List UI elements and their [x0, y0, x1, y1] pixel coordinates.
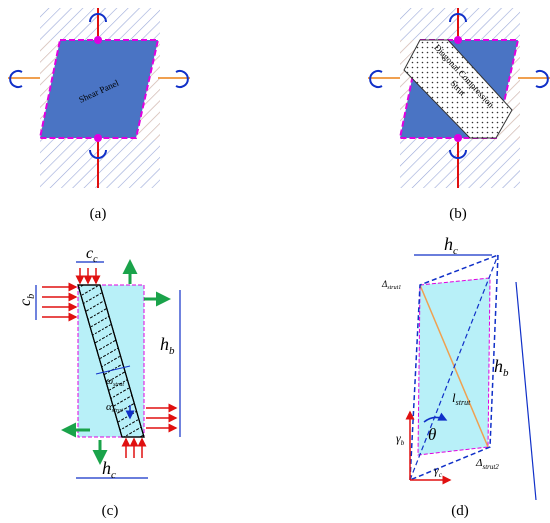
moment-arrow-left	[9, 70, 23, 88]
hc-label: hc	[102, 458, 116, 481]
panel-d: hc hb Δstrut1 Δstrut2 lstrut θ γb γc (d)	[381, 234, 537, 519]
panel-c: cc cb hb hc ωstrut αstrut	[17, 245, 181, 519]
cc-label: cc	[86, 245, 98, 265]
moment-arrow-right	[175, 70, 189, 88]
panel-a: Shear Panel (a)	[8, 8, 190, 222]
frame-dashed-right	[409, 254, 499, 481]
hc-label-d: hc	[444, 234, 458, 257]
shear-panel	[38, 39, 160, 139]
hb-label: hb	[160, 334, 175, 357]
delta2-label: Δstrut2	[475, 457, 499, 471]
delta1-label: Δstrut1	[381, 279, 401, 291]
omega-line	[95, 365, 131, 375]
moment-arrow-bottom	[89, 149, 107, 159]
bottom-node	[94, 134, 102, 142]
caption-d: (d)	[451, 503, 469, 519]
hb-label-d: hb	[494, 356, 509, 379]
caption-b: (b)	[449, 206, 467, 222]
strut-outline	[77, 284, 145, 438]
omega-label: ωstrut	[106, 376, 124, 388]
moment-arrow-top-b	[449, 13, 467, 23]
frame-dashed-diag	[409, 254, 499, 481]
moment-arrow-right-b	[535, 70, 549, 88]
gamma-b-label: γb	[396, 431, 405, 447]
alpha-label: αstrut	[106, 401, 123, 414]
hb-dim-line-d	[515, 281, 537, 501]
panel-b: Diagonal Compression Strut (b)	[368, 8, 550, 222]
strut-dots	[404, 40, 512, 138]
caption-a: (a)	[90, 206, 107, 222]
gamma-c-label: γc	[434, 463, 443, 479]
caption-c: (c)	[102, 503, 119, 519]
top-node	[94, 36, 102, 44]
theta-arc	[423, 412, 448, 423]
theta-label: θ	[428, 425, 436, 444]
lstrut-label: lstrut	[452, 390, 471, 407]
moment-arrow-bottom-b	[449, 149, 467, 159]
cb-label: cb	[17, 294, 37, 306]
moment-arrow-top	[89, 13, 107, 23]
top-node-b	[454, 36, 462, 44]
moment-arrow-left-b	[369, 70, 383, 88]
bottom-node-b	[454, 134, 462, 142]
